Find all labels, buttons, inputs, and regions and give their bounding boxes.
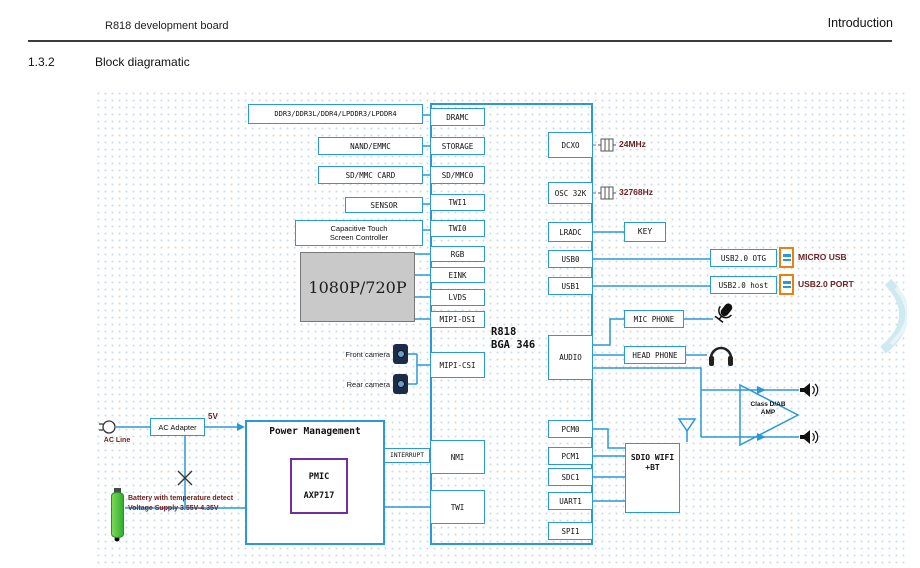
connection-lines <box>99 114 907 542</box>
micro-usb-label: MICRO USB <box>798 252 847 262</box>
usb-port-connector-icon <box>779 274 794 295</box>
amplifier-triangle <box>739 383 800 447</box>
soc-port-sdmmc0: SD/MMC0 <box>430 166 485 184</box>
sdio-wifi-bt-box: SDIO WIFI +BT <box>625 443 680 513</box>
soc-port-osc32k: OSC 32K <box>548 182 593 204</box>
soc-port-pcm1: PCM1 <box>548 447 593 465</box>
usb-host-box: USB2.0 host <box>710 276 777 294</box>
headphone-icon <box>709 346 733 366</box>
soc-port-audio: AUDIO <box>548 335 593 380</box>
ac-plug-icon <box>99 420 116 434</box>
pmic-box: PMIC AXP717 <box>290 458 348 514</box>
battery-note: Battery with temperature detect Voltage … <box>128 495 234 512</box>
soc-port-lvds: LVDS <box>430 289 485 306</box>
crystal-32khz-label: 32768Hz <box>619 187 654 197</box>
interrupt-label: INTERRUPT <box>384 448 430 463</box>
arrowheads <box>237 386 766 441</box>
soc-port-dcxo: DCXO <box>548 132 593 158</box>
soc-port-pcm0: PCM0 <box>548 420 593 438</box>
speaker-top-icon <box>799 382 819 398</box>
section-title: Block diagramatic <box>95 55 190 69</box>
front-camera-icon <box>393 344 408 364</box>
crystal-24mhz-icon <box>598 138 616 152</box>
soc-port-twi1: TWI1 <box>430 194 485 211</box>
header-rule <box>28 40 892 42</box>
head-phone-box: HEAD PHONE <box>624 346 686 364</box>
soc-name: R818 BGA 346 <box>491 326 536 351</box>
soc-port-sdc1: SDC1 <box>548 468 593 486</box>
crystal-wires <box>593 144 598 194</box>
microphone-icon <box>714 303 733 323</box>
soc-port-spi1: SPI1 <box>548 522 593 540</box>
crystal-32khz-icon <box>598 186 616 200</box>
soc-port-usb1: USB1 <box>548 277 593 295</box>
ddr-memory-box: DDR3/DDR3L/DDR4/LPDDR3/LPDDR4 <box>248 104 423 124</box>
soc-port-uart1: UART1 <box>548 492 593 510</box>
touch-controller-box: Capacitive Touch Screen Controller <box>295 220 423 246</box>
rear-camera-label: Rear camera <box>346 380 390 389</box>
ac-line-label: AC Line <box>103 437 131 444</box>
5v-label: 5V <box>208 412 218 421</box>
micro-usb-connector-icon <box>779 247 794 268</box>
soc-port-twi0: TWI0 <box>430 220 485 237</box>
antenna-icon <box>677 418 697 433</box>
soc-port-nmi: NMI <box>430 440 485 474</box>
header-left-title: R818 development board <box>105 20 229 32</box>
speaker-bottom-icon <box>799 429 819 445</box>
switch-x-icon <box>177 470 193 486</box>
section-number: 1.3.2 <box>28 55 55 69</box>
crystal-24mhz-label: 24MHz <box>619 139 646 149</box>
front-camera-label: Front camera <box>345 350 390 359</box>
nand-emmc-box: NAND/EMMC <box>318 137 423 155</box>
soc-port-mipi-csi: MIPI-CSI <box>430 352 485 378</box>
soc-port-eink: EINK <box>430 267 485 283</box>
ac-adapter-box: AC Adapter <box>150 418 205 436</box>
amp-label: Class D/AB AMP <box>750 401 786 417</box>
soc-port-lradc: LRADC <box>548 222 593 242</box>
power-management-title: Power Management <box>269 426 361 437</box>
key-box: KEY <box>624 222 666 242</box>
sensor-box: SENSOR <box>345 197 423 213</box>
soc-port-dramc: DRAMC <box>430 108 485 126</box>
mic-phone-box: MIC PHONE <box>624 310 684 328</box>
rear-camera-icon <box>393 374 408 394</box>
usb-otg-box: USB2.0 OTG <box>710 249 777 267</box>
soc-port-twi: TWI <box>430 490 485 524</box>
display-panel-box: 1080P/720P <box>300 252 415 322</box>
soc-port-storage: STORAGE <box>430 137 485 155</box>
battery-icon <box>111 492 124 538</box>
soc-port-rgb: RGB <box>430 246 485 262</box>
header-right-title: Introduction <box>827 16 893 30</box>
block-diagram: R818 BGA 346 DRAMC STORAGE SD/MMC0 TWI1 … <box>95 90 907 564</box>
soc-port-mipi-dsi: MIPI-DSI <box>430 311 485 328</box>
sd-card-box: SD/MMC CARD <box>318 166 423 184</box>
watermark-swoosh <box>880 278 907 354</box>
usb-port-label: USB2.0 PORT <box>798 279 854 289</box>
soc-port-usb0: USB0 <box>548 250 593 268</box>
